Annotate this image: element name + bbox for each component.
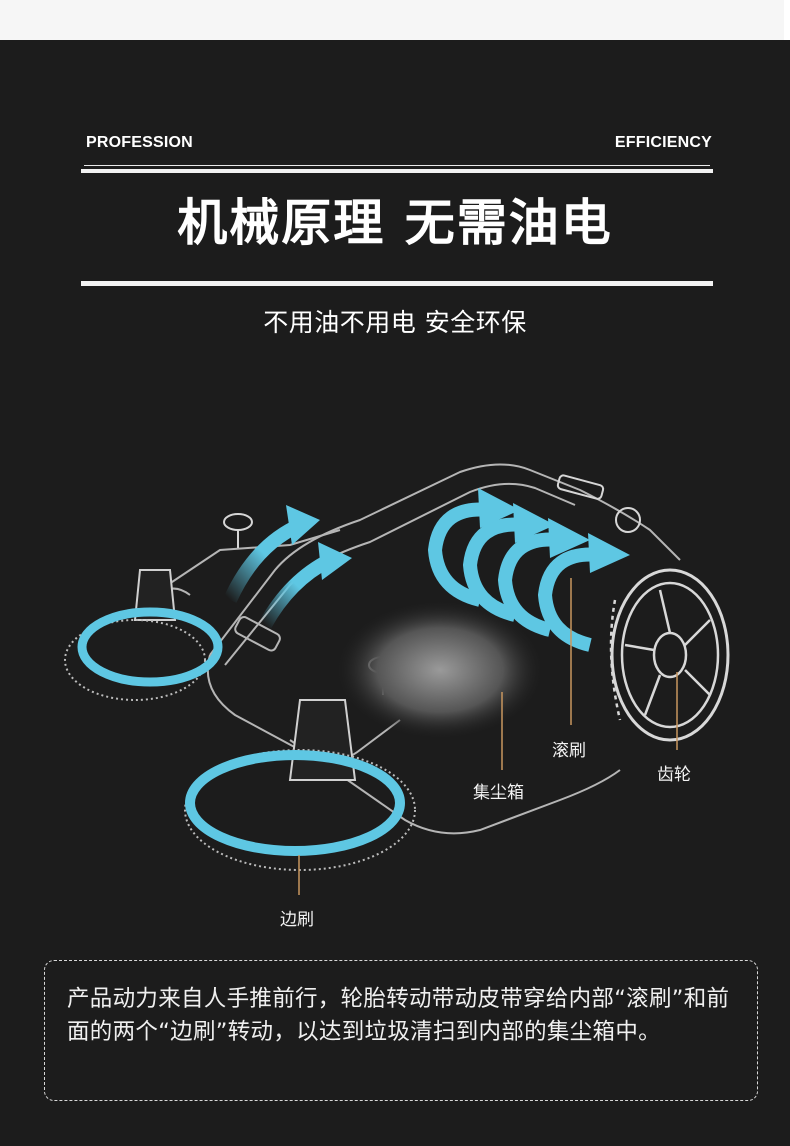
airflow-arrowheads-front xyxy=(286,505,352,580)
handle-clip xyxy=(556,474,641,533)
sweeper-diagram xyxy=(60,450,740,940)
roller-brush-arrows xyxy=(427,502,601,652)
wheel-gear xyxy=(609,568,730,742)
top-strip-edge xyxy=(784,0,790,40)
dust-cloud xyxy=(335,600,545,740)
divider-bottom xyxy=(81,281,713,286)
description-box: 产品动力来自人手推前行，轮胎转动带动皮带穿给内部“滚刷”和前面的两个“边刷”转动… xyxy=(44,960,758,1101)
page-subtitle: 不用油不用电 安全环保 xyxy=(263,308,527,337)
callout-lines xyxy=(298,578,678,895)
description-text: 产品动力来自人手推前行，轮胎转动带动皮带穿给内部“滚刷”和前面的两个“边刷”转动… xyxy=(67,986,730,1045)
callout-side-brush: 边刷 xyxy=(280,910,314,930)
callout-roller-brush: 滚刷 xyxy=(552,741,586,761)
roller-brush-arrowheads xyxy=(478,488,630,573)
tag-efficiency: EFFICIENCY xyxy=(614,134,712,151)
adjust-knob-left xyxy=(223,513,253,548)
callout-dust-box: 集尘箱 xyxy=(473,783,524,803)
divider-top xyxy=(81,169,713,173)
page-title: 机械原理 无需油电 xyxy=(177,194,613,252)
top-strip xyxy=(0,0,784,40)
feature-panel xyxy=(0,40,790,1146)
callout-gear: 齿轮 xyxy=(657,765,691,785)
side-brush-left xyxy=(64,569,223,701)
tag-profession: PROFESSION xyxy=(86,134,193,151)
divider-thin xyxy=(84,165,710,166)
side-brush-front xyxy=(184,699,416,871)
sweeper-illustration xyxy=(64,463,730,895)
